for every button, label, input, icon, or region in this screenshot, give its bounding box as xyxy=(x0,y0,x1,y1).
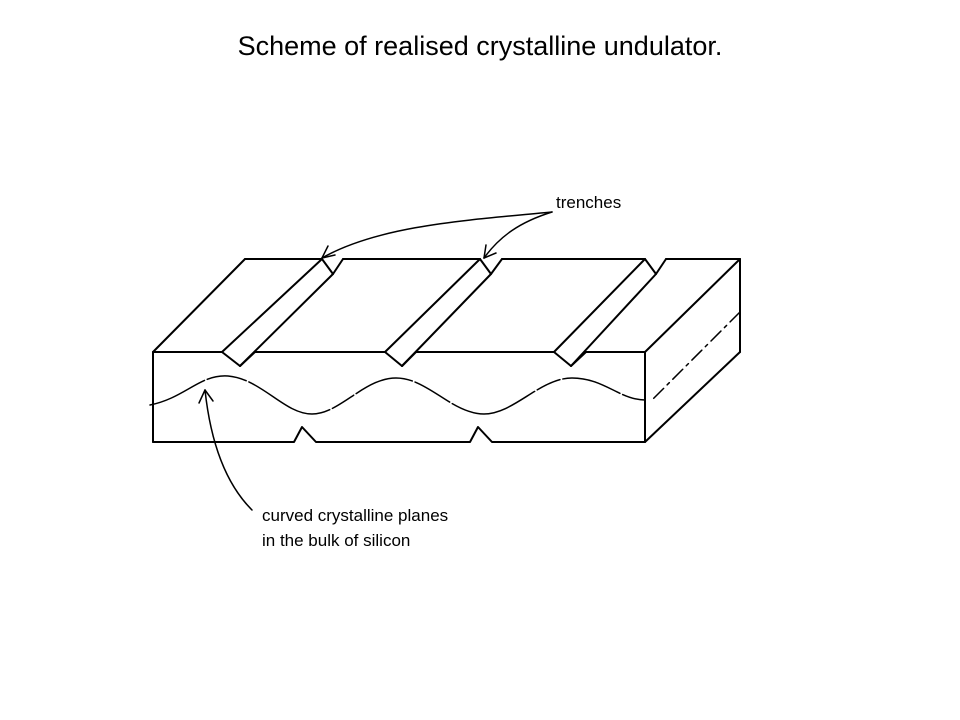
slide-title: Scheme of realised crystalline undulator… xyxy=(237,31,723,61)
planes-arrow xyxy=(198,389,253,511)
planes-label-line-1: curved crystalline planes xyxy=(262,506,448,525)
trench-3 xyxy=(553,258,667,367)
trench-2 xyxy=(384,258,503,367)
trench-1 xyxy=(221,258,344,367)
trenches-label: trenches xyxy=(556,193,621,212)
curved-crystal-planes xyxy=(149,375,646,415)
block-top-face xyxy=(152,258,741,353)
block-side-face xyxy=(644,258,741,443)
planes-label-line-2: in the bulk of silicon xyxy=(262,531,410,550)
trenches-arrow-2 xyxy=(483,211,553,259)
block-front-face xyxy=(152,351,646,443)
trenches-arrow-1 xyxy=(321,211,553,259)
